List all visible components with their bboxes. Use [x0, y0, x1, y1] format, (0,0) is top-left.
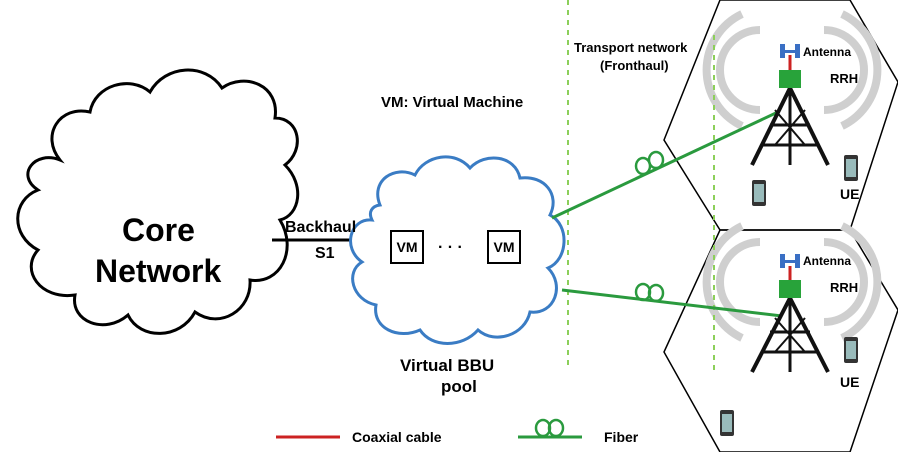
transport-network-label-line2: (Fronthaul): [600, 58, 669, 73]
vm-ellipsis: · · ·: [438, 239, 463, 256]
phone-icon: [720, 410, 734, 436]
bbu-pool-label-line2: pool: [441, 377, 477, 396]
backhaul-label: Backhaul: [285, 219, 357, 236]
phone-icon: [844, 155, 858, 181]
phone-icon: [844, 337, 858, 363]
phone-icon: [752, 180, 766, 206]
vm-box-left: VM: [390, 230, 424, 264]
core-network-title-line2: Network: [95, 253, 222, 289]
legend-coax-label: Coaxial cable: [352, 429, 442, 445]
radio-waves-bottom-icon: [702, 222, 882, 342]
antenna-label-bottom: Antenna: [803, 254, 851, 268]
cell-tower-bottom-icon: [750, 266, 830, 373]
antenna-top-icon: [780, 44, 800, 58]
legend-fiber-label: Fiber: [604, 429, 639, 445]
ue-label-bottom: UE: [840, 374, 860, 390]
rrh-label-top: RRH: [830, 71, 859, 86]
legend-fiber-coil-icon: [534, 418, 565, 438]
fiber-coil-bottom-icon: [634, 282, 665, 303]
radio-waves-top-icon: [702, 10, 882, 130]
cell-tower-top-icon: [750, 55, 830, 166]
ue-label-top: UE: [840, 186, 860, 202]
antenna-label-top: Antenna: [803, 45, 851, 59]
vm-legend-label: VM: Virtual Machine: [381, 94, 524, 111]
core-network-title-line1: Core: [122, 212, 195, 248]
bbu-pool-label-line1: Virtual BBU: [400, 356, 495, 375]
core-network-cloud: [16, 68, 300, 335]
fiber-link-top: [551, 110, 779, 220]
virtual-bbu-cloud: [349, 155, 566, 345]
fiber-link-bottom: [561, 288, 783, 318]
s1-interface-label: S1: [315, 245, 335, 262]
rrh-label-bottom: RRH: [830, 280, 859, 295]
transport-network-label-line1: Transport network: [574, 40, 688, 55]
vm-box-right: VM: [487, 230, 521, 264]
antenna-bottom-icon: [780, 254, 800, 268]
fiber-coil-top-icon: [634, 150, 665, 176]
